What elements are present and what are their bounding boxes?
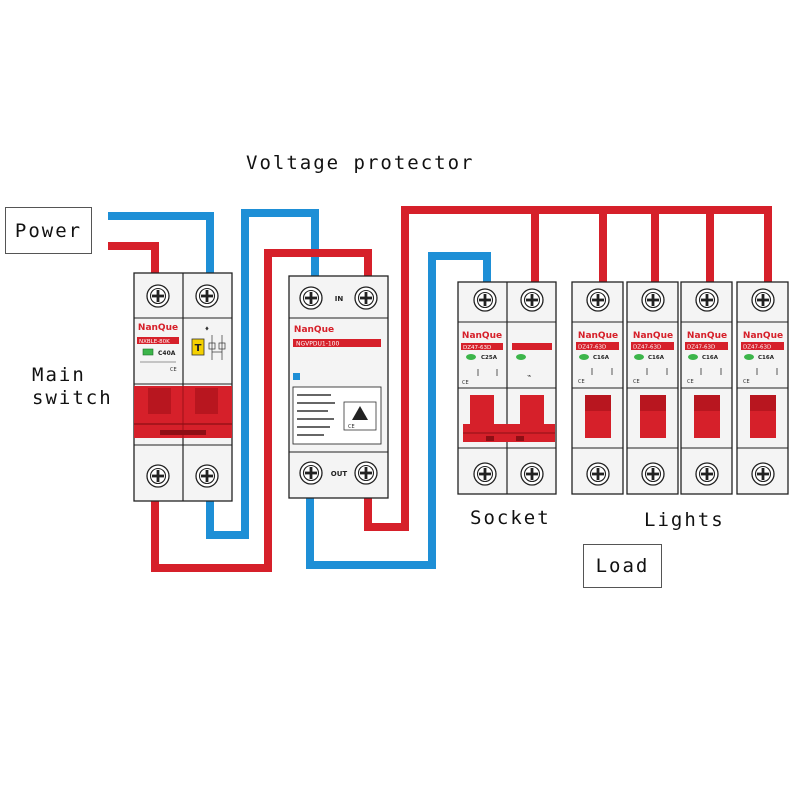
svg-text:CE: CE (578, 379, 585, 385)
svg-text:♦: ♦ (205, 325, 209, 333)
socket-breaker-rating: C25A (481, 355, 498, 361)
light-breaker-rating: C16A (702, 355, 719, 361)
vp-model: NGVPDU1-100 (296, 341, 339, 348)
light-breaker: NanQue DZ47-63D C16A CE (626, 281, 679, 495)
screw-icon[interactable] (641, 288, 665, 312)
screw-icon[interactable] (751, 462, 775, 486)
light-breaker-rating: C16A (593, 355, 610, 361)
indicator-light (516, 354, 526, 360)
light-breaker-brand: NanQue (578, 331, 618, 341)
wire-main-neutral-to-vp (206, 209, 319, 539)
light-breakers: NanQue DZ47-63D C16A CE NanQue DZ47-63D … (571, 281, 789, 495)
socket-label: Socket (470, 507, 551, 529)
main-switch-label-line1: Main (32, 364, 86, 386)
wire-vp-live-out (364, 206, 772, 531)
warning-icon (352, 406, 368, 420)
screw-icon[interactable] (354, 286, 378, 310)
light-breaker-model: DZ47-63D (633, 345, 661, 351)
svg-text:CE: CE (170, 367, 177, 373)
screw-icon[interactable] (473, 288, 497, 312)
wire-main-live-to-vp (151, 249, 372, 572)
voltage-protector-label: Voltage protector (246, 152, 475, 174)
indicator-light (579, 354, 589, 360)
socket-breaker-model: DZ47-63D (463, 345, 491, 351)
screw-icon[interactable] (354, 461, 378, 485)
screw-icon[interactable] (641, 462, 665, 486)
light-breaker: NanQue DZ47-63D C16A CE (736, 281, 789, 495)
screw-icon[interactable] (586, 288, 610, 312)
indicator-light (634, 354, 644, 360)
screw-icon[interactable] (695, 288, 719, 312)
vp-brand: NanQue (294, 325, 334, 335)
screw-icon[interactable] (195, 284, 219, 308)
socket-breaker-handle[interactable] (470, 395, 494, 429)
light-breaker-model: DZ47-63D (578, 345, 606, 351)
voltage-protector-device: IN OUT NanQue NGVPDU1-100 CE (288, 275, 389, 499)
screw-icon[interactable] (520, 462, 544, 486)
indicator-light (466, 354, 476, 360)
light-breaker: NanQue DZ47-63D C16A CE (680, 281, 733, 495)
light-breaker-brand: NanQue (633, 331, 673, 341)
screw-icon[interactable] (695, 462, 719, 486)
screw-icon[interactable] (520, 288, 544, 312)
test-button[interactable] (191, 338, 205, 356)
indicator-light (142, 348, 154, 356)
socket-breaker: NanQue DZ47-63D C25A CE ⌁ (457, 281, 557, 495)
test-button-label: T (195, 343, 202, 354)
socket-breaker-brand: NanQue (462, 331, 502, 341)
light-breaker-brand: NanQue (743, 331, 783, 341)
screw-icon[interactable] (473, 462, 497, 486)
svg-text:CE: CE (633, 379, 640, 385)
light-breaker-rating: C16A (758, 355, 775, 361)
screw-icon[interactable] (299, 286, 323, 310)
screw-icon[interactable] (586, 462, 610, 486)
light-breaker-model: DZ47-63D (687, 345, 715, 351)
main-switch-rating: C40A (158, 350, 176, 357)
wires (108, 206, 772, 572)
screw-icon[interactable] (146, 464, 170, 488)
svg-text:CE: CE (462, 380, 469, 386)
indicator-light (744, 354, 754, 360)
wire-vp-neutral-out (306, 252, 491, 569)
svg-text:CE: CE (687, 379, 694, 385)
screw-icon[interactable] (751, 288, 775, 312)
svg-text:CE: CE (743, 379, 750, 385)
vp-in-label: IN (335, 295, 344, 303)
vp-indicator (293, 373, 300, 380)
socket-breaker-handle[interactable] (520, 395, 544, 429)
main-switch-model: NXBLE-80K (139, 339, 170, 345)
screw-icon[interactable] (146, 284, 170, 308)
screw-icon[interactable] (299, 461, 323, 485)
load-label: Load (583, 544, 662, 588)
svg-text:CE: CE (348, 424, 355, 430)
svg-text:⌁: ⌁ (527, 372, 531, 380)
screw-icon[interactable] (195, 464, 219, 488)
main-switch-brand: NanQue (138, 323, 178, 333)
power-label: Power (5, 207, 92, 254)
wire-power-live (108, 242, 159, 278)
indicator-light (688, 354, 698, 360)
light-breaker-brand: NanQue (687, 331, 727, 341)
light-breaker: NanQue DZ47-63D C16A CE (571, 281, 624, 495)
circuit-symbol-icon (208, 335, 226, 360)
lights-label: Lights (644, 509, 725, 531)
main-switch-label-line2: switch (32, 387, 113, 409)
light-breaker-model: DZ47-63D (743, 345, 771, 351)
main-switch: NanQue NXBLE-80K C40A CE T ♦ (133, 272, 233, 502)
light-breaker-rating: C16A (648, 355, 665, 361)
vp-out-label: OUT (331, 470, 348, 478)
wire-power-neutral (108, 212, 214, 278)
